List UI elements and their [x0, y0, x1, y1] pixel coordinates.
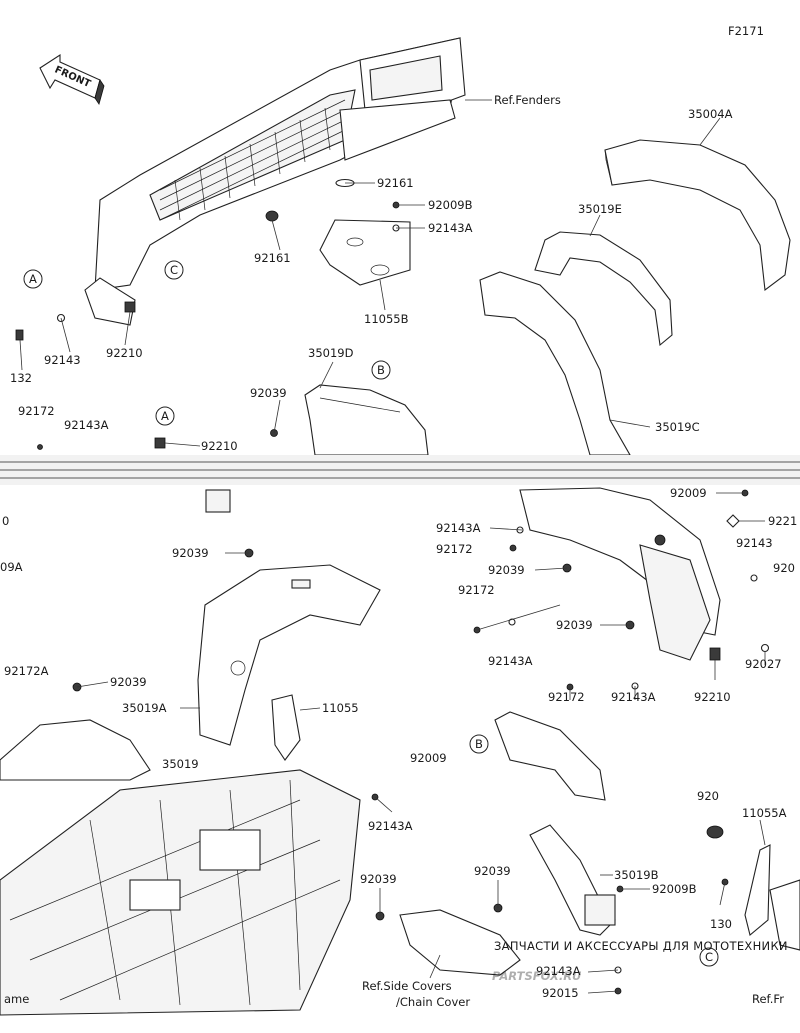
label-92009B-bottom: 92009B: [652, 882, 697, 896]
label-92039-center: 92039: [172, 546, 209, 560]
label-chain-cover: /Chain Cover: [396, 995, 470, 1009]
label-92009B-top: 92009B: [428, 198, 473, 212]
label-92172-left: 92172: [18, 404, 55, 418]
label-92015: 92015: [542, 986, 579, 1000]
label-35019E: 35019E: [578, 202, 622, 216]
label-130: 130: [710, 917, 732, 931]
nut-92210-right: [709, 647, 721, 661]
frame-assembly: [0, 769, 361, 1016]
label-92143A-top: 92143A: [428, 221, 473, 235]
label-09A-edge: 09A: [0, 560, 23, 574]
label-92143-left: 92143: [44, 353, 81, 367]
label-92039-right: 92039: [488, 563, 525, 577]
label-92039-bl: 92039: [360, 872, 397, 886]
front-grille-panel: [94, 37, 466, 291]
label-92143A-left: 92143A: [64, 418, 109, 432]
label-92009-bottom: 92009: [410, 751, 447, 765]
label-92172-right2: 92172: [458, 583, 495, 597]
label-92172-right: 92172: [436, 542, 473, 556]
label-frame-left: ame: [4, 992, 29, 1006]
svg-text:C: C: [170, 263, 178, 277]
label-11055A: 11055A: [742, 806, 787, 820]
watermark-logo: PARTSFOX.RU: [492, 969, 582, 983]
label-92161-top: 92161: [377, 176, 414, 190]
label-35019B: 35019B: [614, 868, 659, 882]
nut-9221-right: [726, 514, 740, 528]
washer-92143-right: [750, 574, 758, 582]
watermark-subtitle: ЗАПЧАСТИ И АКСЕССУАРЫ ДЛЯ МОТОТЕХНИКИ: [494, 939, 788, 953]
label-35004A: 35004A: [688, 107, 733, 121]
bracket-11055B: [319, 219, 411, 286]
bracket-11055: [271, 694, 301, 761]
label-920-cut: 920: [697, 789, 719, 803]
svg-text:A: A: [29, 272, 37, 286]
callout-c-upper: C: [164, 260, 184, 280]
label-92210-right: 92210: [694, 690, 731, 704]
label-ref-side-covers: Ref.Side Covers: [362, 979, 452, 993]
label-92143A-right3: 92143A: [611, 690, 656, 704]
label-35019-cut: 35019: [162, 757, 199, 771]
callout-b-lower: B: [469, 734, 489, 754]
label-92210-mid: 92210: [201, 439, 238, 453]
label-92143-right: 92143: [736, 536, 773, 550]
label-11055B: 11055B: [364, 312, 409, 326]
label-92143A-bottom: 92143A: [368, 819, 413, 833]
callout-c-lower: C: [699, 947, 719, 967]
bracket-11055A: [706, 825, 771, 936]
fender-35019C: [479, 271, 631, 456]
fender-b-lower: [494, 711, 606, 801]
label-92143A-bm: 92143A: [536, 964, 581, 978]
label-92143A-right: 92143A: [436, 521, 481, 535]
label-35019A: 35019A: [122, 701, 167, 715]
callout-a-upper: A: [23, 269, 43, 289]
frame-right-cut: [769, 879, 800, 951]
washer-92143A-right2: [508, 618, 516, 626]
svg-text:C: C: [705, 950, 713, 964]
svg-text:A: A: [161, 409, 169, 423]
callout-b-mid: B: [371, 360, 391, 380]
fender-35004A: [604, 139, 791, 292]
label-92172-right3: 92172: [548, 690, 585, 704]
label-9221-right: 9221: [768, 514, 797, 528]
nut-92210-mid: [154, 437, 166, 449]
label-35019D: 35019D: [308, 346, 354, 360]
grommet-92161-left: [265, 210, 279, 222]
label-132: 132: [10, 371, 32, 385]
fender-35019B: [529, 824, 616, 936]
label-ref-fenders: Ref.Fenders: [494, 93, 561, 107]
label-92210-left: 92210: [106, 346, 143, 360]
left-fender-cut: [0, 719, 151, 781]
label-0-edge: 0: [2, 514, 9, 528]
label-92143A-right2: 92143A: [488, 654, 533, 668]
label-92027: 92027: [745, 657, 782, 671]
fender-35019A: [197, 564, 381, 746]
label-92161-left: 92161: [254, 251, 291, 265]
label-92039-bottom: 92039: [474, 864, 511, 878]
label-11055: 11055: [322, 701, 359, 715]
bolt-92172-left: [37, 444, 43, 450]
label-ref-frame-right: Ref.Fr: [752, 992, 784, 1006]
label-920-right: 920: [773, 561, 795, 575]
label-92039-lower: 92039: [110, 675, 147, 689]
bracket-left-ac: [15, 277, 136, 341]
bracket-cut: [205, 489, 231, 513]
fender-35019E: [534, 231, 673, 347]
side-cover-ref: [399, 909, 521, 976]
fender-35019D: [304, 384, 429, 456]
label-92039-mid: 92039: [250, 386, 287, 400]
rear-fender-right: [519, 487, 721, 661]
label-35019C: 35019C: [655, 420, 700, 434]
nut-92027: [760, 643, 770, 653]
label-92009-right: 92009: [670, 486, 707, 500]
figure-code: F2171: [728, 24, 764, 38]
label-92172A-edge: 92172A: [4, 664, 49, 678]
label-92039-right2: 92039: [556, 618, 593, 632]
svg-text:B: B: [475, 737, 483, 751]
front-arrow-icon: FRONT: [39, 53, 105, 105]
callout-a-mid: A: [155, 406, 175, 426]
svg-text:B: B: [377, 363, 385, 377]
